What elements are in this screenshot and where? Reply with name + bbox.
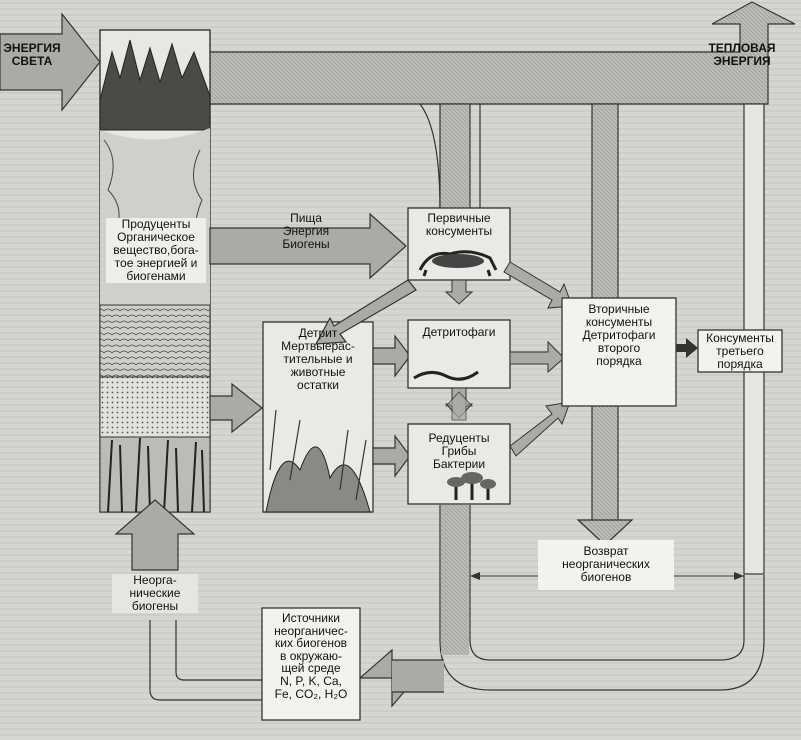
tertiary-consumers-label: Консументы третьего порядка <box>706 331 774 371</box>
secondary-consumers-box-art <box>561 297 677 407</box>
vertical-double-arrows <box>444 279 474 421</box>
primary-consumers-box-art <box>407 207 511 281</box>
tertiary-consumers-box-art <box>697 329 783 373</box>
producers-to-detritus-arrow <box>209 382 263 434</box>
detritivores-label: Детритофаги <box>422 325 496 339</box>
reducers-box-art <box>407 423 511 505</box>
detritus-box-art <box>262 321 374 513</box>
primary-consumers-label: Первичные консументы <box>425 211 493 238</box>
producers-label: Продуценты Органическое вещество,бога- т… <box>106 218 206 283</box>
arrow-to-tertiary-consumers <box>676 338 698 358</box>
field-illustration <box>99 304 211 513</box>
detritus-label: Детрит Мертвыерас- тительные и животные … <box>281 326 355 392</box>
detritivores-box-art <box>407 319 511 389</box>
inorganic-nutrients-label: Неорга- нические биогены <box>112 574 198 613</box>
worm-illustration <box>413 370 479 381</box>
secondary-consumers-label: Вторичные консументы Детритофаги второго… <box>582 302 656 368</box>
consumers-to-detritus-arrow <box>314 279 417 345</box>
detritus-to-reducers-arrow <box>372 434 411 478</box>
reducers-label: Редуценты Грибы Бактерии <box>428 431 490 471</box>
food-energy-arrow <box>209 212 407 280</box>
food-energy-label: Пища Энергия Биогены <box>282 211 330 251</box>
nutrient-sources-label: Источники неорганичес- ких биогенов в ок… <box>274 611 348 701</box>
nutrient-return-loop <box>358 505 765 708</box>
light-energy-arrow <box>0 12 101 112</box>
heat-energy-flow-band <box>205 1 796 213</box>
return-nutrients-label: Возврат неорганических биогенов <box>562 544 650 584</box>
detritus-to-detritivores-arrow <box>372 334 411 378</box>
heat-energy-label: ТЕПЛОВАЯ ЭНЕРГИЯ <box>708 41 776 68</box>
inorganic-biogens-up-arrow <box>114 499 262 701</box>
arrows-to-secondary-consumers <box>503 261 573 457</box>
light-energy-label: ЭНЕРГИЯ СВЕТА <box>3 41 61 68</box>
nutrient-sources-box-art <box>261 607 361 721</box>
return-label-backdrop <box>538 540 674 590</box>
